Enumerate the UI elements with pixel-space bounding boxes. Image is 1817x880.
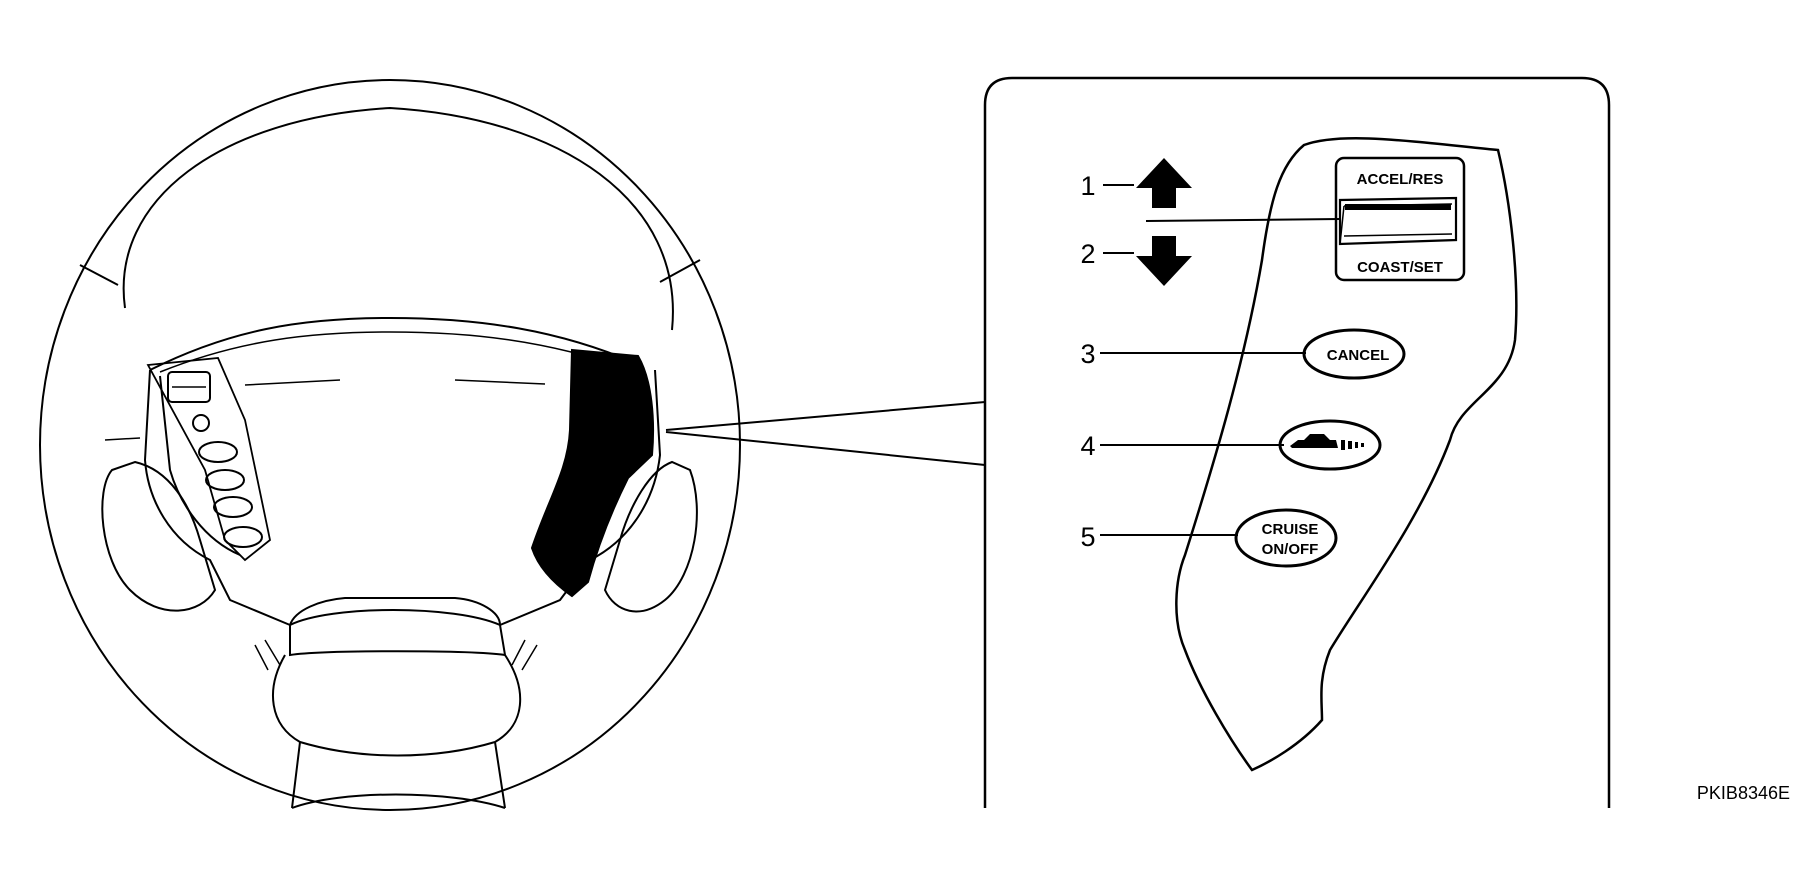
- coast-set-label: COAST/SET: [1357, 259, 1443, 276]
- cruise-label-line2: ON/OFF: [1262, 541, 1319, 558]
- cruise-indicator-button: [1278, 419, 1382, 471]
- left-switch-column: [146, 357, 271, 562]
- left-spoke: [143, 369, 291, 626]
- right-grip-pocket: [603, 460, 698, 613]
- callout-4: 4: [1080, 431, 1095, 461]
- accel-res-label: ACCEL/RES: [1357, 171, 1444, 188]
- callout-lines: [1100, 184, 1341, 536]
- down-arrow-icon: [1136, 236, 1192, 286]
- wheel-inner-rim: [122, 106, 674, 331]
- cancel-button: CANCEL: [1302, 328, 1406, 380]
- left-grip-pocket: [101, 460, 217, 612]
- lower-hub: [289, 609, 507, 657]
- car-meter-icon: [1290, 434, 1338, 448]
- zoom-leader-lines: [665, 401, 986, 466]
- accel-coast-panel: ACCEL/RES COAST/SET: [1334, 156, 1466, 282]
- detail-frame: [983, 76, 1611, 808]
- cancel-label: CANCEL: [1327, 347, 1390, 364]
- figure-code: PKIB8346E: [1697, 783, 1790, 803]
- up-arrow-icon: [1136, 158, 1192, 208]
- cruise-switch-highlight: [530, 348, 655, 598]
- wheel-outer-rim: [39, 79, 741, 811]
- cruise-on-off-button: CRUISE ON/OFF: [1234, 508, 1338, 568]
- callout-2: 2: [1080, 239, 1095, 269]
- callout-1: 1: [1080, 171, 1095, 201]
- left-rocker-switch: [167, 371, 211, 403]
- cruise-label-line1: CRUISE: [1262, 521, 1319, 538]
- direction-arrows: [1136, 158, 1192, 286]
- callout-3: 3: [1080, 339, 1095, 369]
- callout-numbers: 1 2 3 4 5: [1080, 171, 1095, 552]
- hub-top: [149, 316, 641, 371]
- steering-wheel: [39, 79, 741, 811]
- callout-5: 5: [1080, 522, 1095, 552]
